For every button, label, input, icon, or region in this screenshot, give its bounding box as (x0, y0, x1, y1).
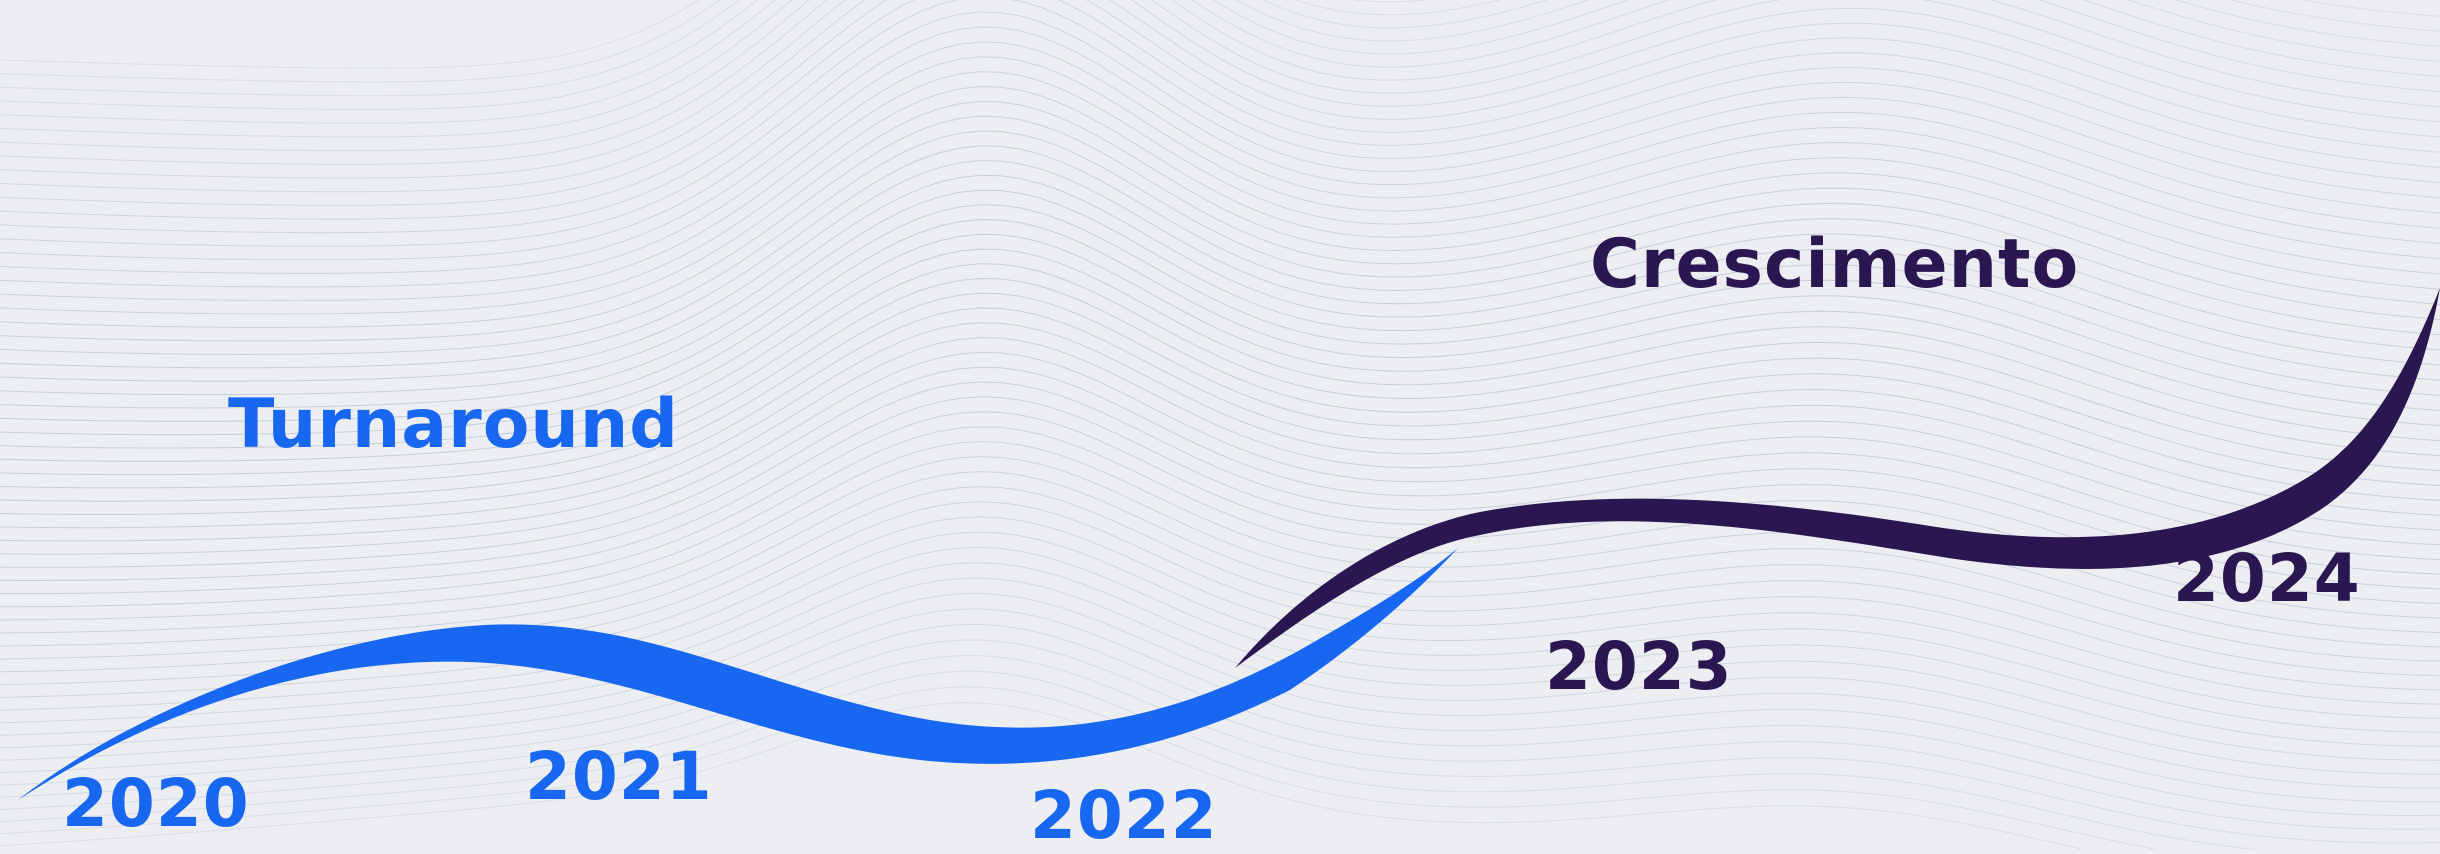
wave-line (0, 0, 2440, 234)
wave-line (0, 655, 2440, 844)
wave-line (0, 86, 2440, 315)
wave-line (0, 608, 2440, 803)
wave-line (0, 0, 2440, 206)
wave-line (0, 100, 2440, 328)
wave-line (0, 263, 2440, 476)
wave-line (0, 0, 2440, 138)
wave-line (0, 115, 2440, 342)
wave-line (0, 456, 2440, 662)
year-label-2023: 2023 (1545, 628, 1733, 705)
wave-line (0, 592, 2440, 789)
wave-line (0, 670, 2255, 849)
wave-line (0, 233, 2440, 449)
wave-line (0, 0, 2440, 193)
wave-line (0, 351, 2440, 561)
wave-line (0, 204, 2440, 422)
wave-line (0, 71, 2440, 302)
year-label-2024: 2024 (2173, 540, 2361, 617)
year-label-2022: 2022 (1030, 777, 1218, 854)
wave-line (0, 160, 2440, 382)
wave-line (0, 248, 2440, 462)
wave-line (0, 130, 2440, 355)
wave-line (0, 546, 2440, 747)
wave-line (0, 0, 2440, 179)
wave-line (0, 501, 2440, 705)
wave-line (0, 174, 2440, 396)
wave-line (0, 0, 2440, 97)
wave-line (0, 516, 2440, 719)
wave-line (0, 0, 2440, 165)
wave-line (0, 0, 2440, 111)
wave-line (0, 26, 2440, 261)
wave-line (0, 56, 2440, 288)
wave-line (0, 0, 2440, 69)
wave-line (0, 189, 2440, 409)
wave-line (0, 277, 2440, 489)
wave-line (0, 702, 2085, 849)
wave-line (0, 292, 2440, 502)
wave-line (0, 41, 2440, 274)
wave-line (0, 686, 2157, 849)
wave-line (0, 337, 2440, 546)
wave-line (0, 381, 2440, 590)
wave-line (0, 322, 2440, 531)
wave-line (0, 0, 2440, 152)
turnaround-phase-label: Turnaround (228, 385, 679, 464)
wave-line (0, 531, 2440, 733)
wave-line (0, 307, 2440, 516)
wave-line (0, 639, 2440, 830)
wave-line (0, 562, 2440, 761)
wave-line (0, 0, 2440, 220)
wave-line (0, 0, 2440, 83)
wave-line (0, 396, 2440, 605)
wave-line (0, 441, 2440, 648)
turnaround-ribbon (18, 548, 1458, 800)
growth-phase-label: Crescimento (1590, 225, 2080, 304)
year-label-2020: 2020 (62, 765, 250, 842)
wave-line (0, 219, 2440, 436)
wave-line (0, 11, 2440, 247)
year-label-2021: 2021 (525, 738, 713, 815)
wave-line (0, 577, 2440, 775)
wave-line (0, 145, 2440, 369)
wave-line (0, 366, 2440, 575)
wave-line (0, 0, 2440, 124)
